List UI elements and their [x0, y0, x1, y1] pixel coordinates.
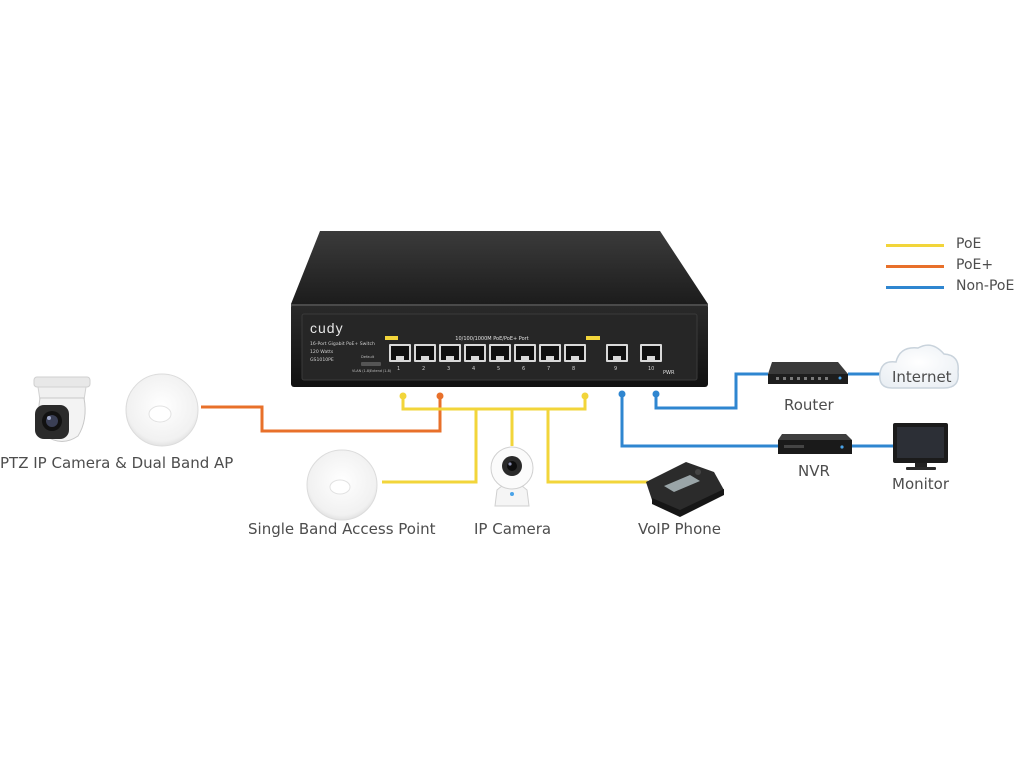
poe-switch: cudy 16-Port Gigabit PoE+ Switch 120 Wat…: [291, 231, 708, 387]
router-label: Router: [784, 396, 834, 414]
nvr-icon: [778, 434, 852, 454]
ethernet-port-6: 6: [514, 344, 536, 372]
ethernet-port-5: 5: [489, 344, 511, 372]
default-switch-label: Default: [361, 355, 375, 359]
port-number-label: 5: [497, 366, 500, 372]
ethernet-port-7: 7: [539, 344, 561, 372]
port-number-label: 6: [522, 366, 525, 372]
ethernet-port-2: 2: [414, 344, 436, 372]
legend-swatch-non-poe: [886, 286, 944, 289]
internet-label: Internet: [892, 368, 952, 386]
ethernet-port-9: 9: [606, 344, 628, 372]
switch-brand-logo: cudy: [310, 320, 344, 336]
internet-cloud-icon: [879, 344, 959, 389]
extend-label: Extend (1-8): [370, 369, 392, 373]
poe-ports-header: 10/100/1000M PoE/PoE+ Port: [455, 336, 528, 342]
wires: [201, 372, 893, 484]
legend-label-poe: PoE: [956, 236, 982, 252]
wire-end-dot: [652, 390, 660, 398]
ethernet-port-3: 3: [439, 344, 461, 372]
poe-wire-bus: [401, 397, 587, 411]
ethernet-port-1: 1: [389, 344, 411, 372]
port-number-label: 2: [422, 366, 425, 372]
wire-end-dot: [618, 390, 626, 398]
port-number-label: 8: [572, 366, 575, 372]
port-number-label: 7: [547, 366, 550, 372]
legend-label-non-poe: Non-PoE: [956, 278, 1015, 294]
vlan-label: VLAN (1-8): [352, 369, 371, 373]
non-poe-wire-nvr: [620, 394, 778, 448]
switch-model-line-3: GS1010PE: [310, 357, 334, 363]
port-number-label: 9: [614, 366, 617, 372]
wire-end-dot: [436, 392, 444, 400]
wire-end-dot: [581, 392, 589, 400]
port-number-label: 10: [648, 366, 654, 372]
switch-model-line-2: 120 Watts: [310, 349, 334, 355]
monitor-label: Monitor: [892, 475, 950, 493]
mode-switch: [361, 362, 381, 366]
ethernet-port-10: 10: [640, 344, 662, 372]
ip-camera-label: IP Camera: [474, 520, 552, 538]
nvr-label: NVR: [798, 462, 830, 480]
port-number-label: 1: [397, 366, 400, 372]
poe-plus-wire-ptz: [201, 397, 442, 433]
ip-camera-icon: [490, 446, 534, 507]
port-number-label: 3: [447, 366, 450, 372]
ethernet-ports: 1 2 3 4 5 6 7 8 9 10: [389, 344, 662, 372]
non-poe-wire-router: [654, 372, 768, 410]
pwr-label: PWR: [663, 370, 675, 376]
switch-top-panel: [291, 231, 708, 304]
switch-model-line-1: 16-Port Gigabit PoE+ Switch: [310, 341, 375, 347]
legend-swatch-poe: [886, 244, 944, 247]
poe-wire-single-band-ap: [382, 409, 478, 484]
poe-wire-voip-phone: [546, 409, 648, 484]
router-icon: [768, 362, 848, 384]
ethernet-port-8: 8: [564, 344, 586, 372]
legend-swatch-poe-plus: [886, 265, 944, 268]
single-band-ap-label: Single Band Access Point: [248, 520, 436, 538]
monitor-icon: [893, 423, 948, 470]
legend-label-poe-plus: PoE+: [956, 257, 994, 273]
wire-end-dot: [399, 392, 407, 400]
ethernet-port-4: 4: [464, 344, 486, 372]
port-number-label: 4: [472, 366, 475, 372]
ptz-camera-dual-band-ap-label: PTZ IP Camera & Dual Band AP: [0, 454, 234, 472]
voip-phone-icon: [646, 462, 724, 517]
voip-phone-label: VoIP Phone: [638, 520, 721, 538]
single-band-ap-icon: [306, 449, 378, 521]
dual-band-ap-icon: [125, 373, 199, 447]
ptz-ip-camera-icon: [33, 376, 91, 442]
